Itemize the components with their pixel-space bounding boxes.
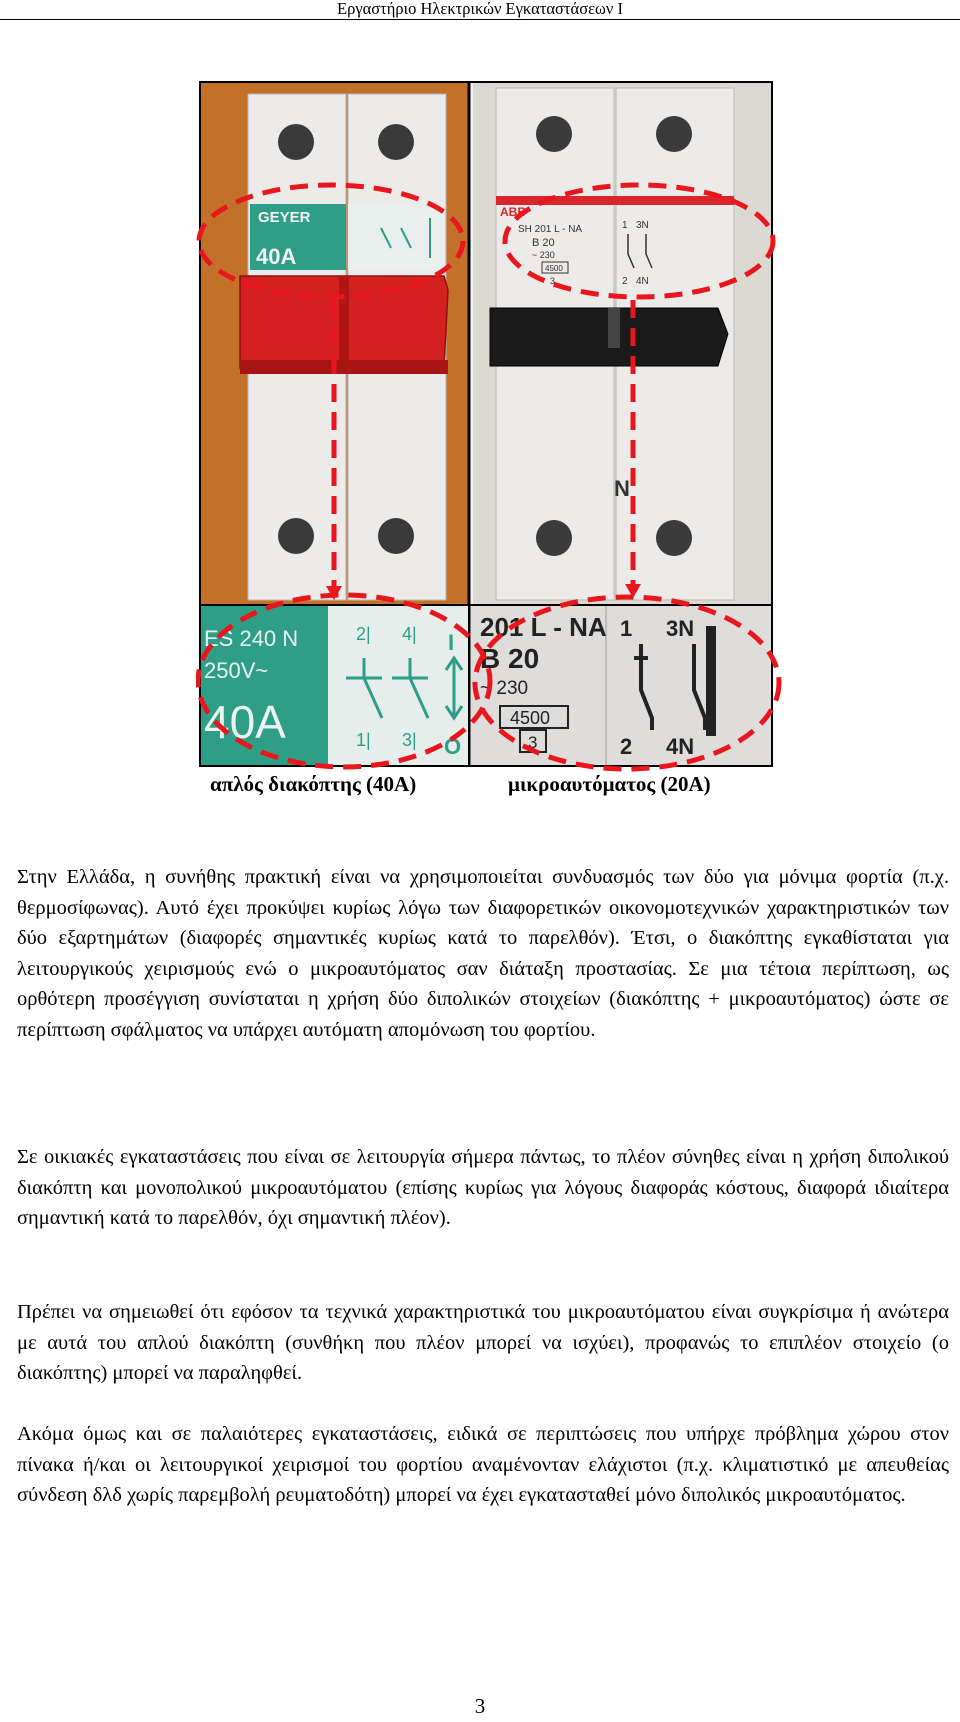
zoom-terminal-1: 1| (356, 730, 371, 750)
paragraph-1: Στην Ελλάδα, η συνήθης πρακτική είναι να… (17, 866, 949, 1041)
arrow-down-icon (326, 586, 342, 600)
screw-hole-icon (536, 520, 572, 556)
zoom-model-text: ES 240 N (204, 626, 298, 651)
switch-disconnector: GEYER 40A (239, 93, 449, 601)
paragraph-2: Σε οικιακές εγκαταστάσεις που είναι σε λ… (17, 1146, 949, 1229)
zoom-voltage-text: 250V~ (204, 658, 268, 683)
right-zoom-inset: 201 L - NA B 20 ~ 230 4500 3 1 3N 2 4N (471, 606, 771, 765)
paragraph-4: Ακόμα όμως και σε παλαιότερες εγκαταστάσ… (17, 1423, 949, 1506)
screw-hole-icon (278, 518, 314, 554)
callout-ellipse-left-top (196, 182, 466, 300)
screw-hole-icon (278, 124, 314, 160)
screw-hole-icon (656, 116, 692, 152)
screw-hole-icon (378, 124, 414, 160)
switch-symbol-icon (380, 227, 412, 249)
zoom-terminal-1: 1 (620, 616, 632, 641)
dashed-callouts (196, 182, 782, 772)
zoom-switch-symbol-icon (346, 658, 430, 719)
callout-ellipse-right-top (502, 182, 776, 300)
breaker-symbol-icon (627, 234, 653, 269)
screw-hole-icon (536, 116, 572, 152)
neutral-mark: N (614, 476, 630, 501)
breaking-capacity-text: 4500 (545, 264, 563, 273)
zoom-terminal-4: 4| (402, 624, 417, 644)
handle-gap (608, 308, 620, 348)
terminal-mark-2: 2 (622, 276, 628, 287)
caption-right: μικροαυτόματος (20Α) (508, 772, 711, 796)
zoom-off-mark: O (444, 734, 461, 759)
zoom-terminal-3: 3| (402, 730, 417, 750)
zoom-terminal-2: 2 (620, 734, 632, 759)
breaker-photo-figure: GEYER 40A ABB SH 201 L - NA B 20 ~ 230 4… (196, 78, 796, 778)
caption-left: απλός διακόπτης (40Α) (210, 772, 417, 796)
zoom-terminal-3n: 3N (666, 616, 694, 641)
running-header: Εργαστήριο Ηλεκτρικών Εγκαταστάσεων Ι (0, 0, 960, 20)
miniature-circuit-breaker: ABB SH 201 L - NA B 20 ~ 230 4500 3 1 3N… (489, 87, 735, 601)
zoom-neutral-bar (706, 626, 716, 736)
green-rating-label (250, 204, 346, 270)
terminal-mark-3n: 3N (636, 220, 649, 231)
zoom-breaker-symbol-icon (634, 644, 707, 730)
zoom-on-off-arrow-icon (444, 655, 464, 721)
screw-hole-icon (656, 520, 692, 556)
arrow-down-icon (625, 584, 641, 598)
voltage-text: ~ 230 (532, 250, 555, 260)
screw-hole-icon (378, 518, 414, 554)
curve-text: B 20 (532, 237, 555, 249)
handle-divider (339, 276, 349, 368)
callout-ellipse-right-zoom (472, 594, 782, 772)
handle-bar (240, 360, 448, 374)
breaker-photo: GEYER 40A ABB SH 201 L - NA B 20 ~ 230 4… (196, 81, 782, 772)
zoom-symbol-area (328, 606, 468, 765)
red-brand-stripe (496, 196, 734, 205)
terminal-mark-4n: 4N (636, 276, 649, 287)
zoom-terminal-4n: 4N (666, 734, 694, 759)
zoom-on-mark: I (448, 630, 454, 655)
breaking-capacity-box (541, 261, 569, 274)
terminal-mark-1: 1 (622, 220, 628, 231)
class-text: 3 (550, 276, 555, 286)
callout-ellipse-left-zoom (196, 592, 493, 770)
brand-text: GEYER (258, 209, 311, 226)
zoom-capacity-box (499, 705, 569, 729)
paragraph-3: Πρέπει να σημειωθεί ότι εφόσον τα τεχνικ… (17, 1301, 949, 1384)
page-number: 3 (474, 1694, 486, 1718)
model-text: SH 201 L - NA (518, 224, 582, 235)
header-title: Εργαστήριο Ηλεκτρικών Εγκαταστάσεων Ι (337, 0, 623, 18)
zoom-capacity-text: 4500 (510, 708, 550, 728)
zoom-class-text: 3 (528, 733, 537, 752)
rating-text: 40A (256, 244, 296, 269)
zoom-terminal-2: 2| (356, 624, 371, 644)
symbol-label (348, 204, 444, 270)
